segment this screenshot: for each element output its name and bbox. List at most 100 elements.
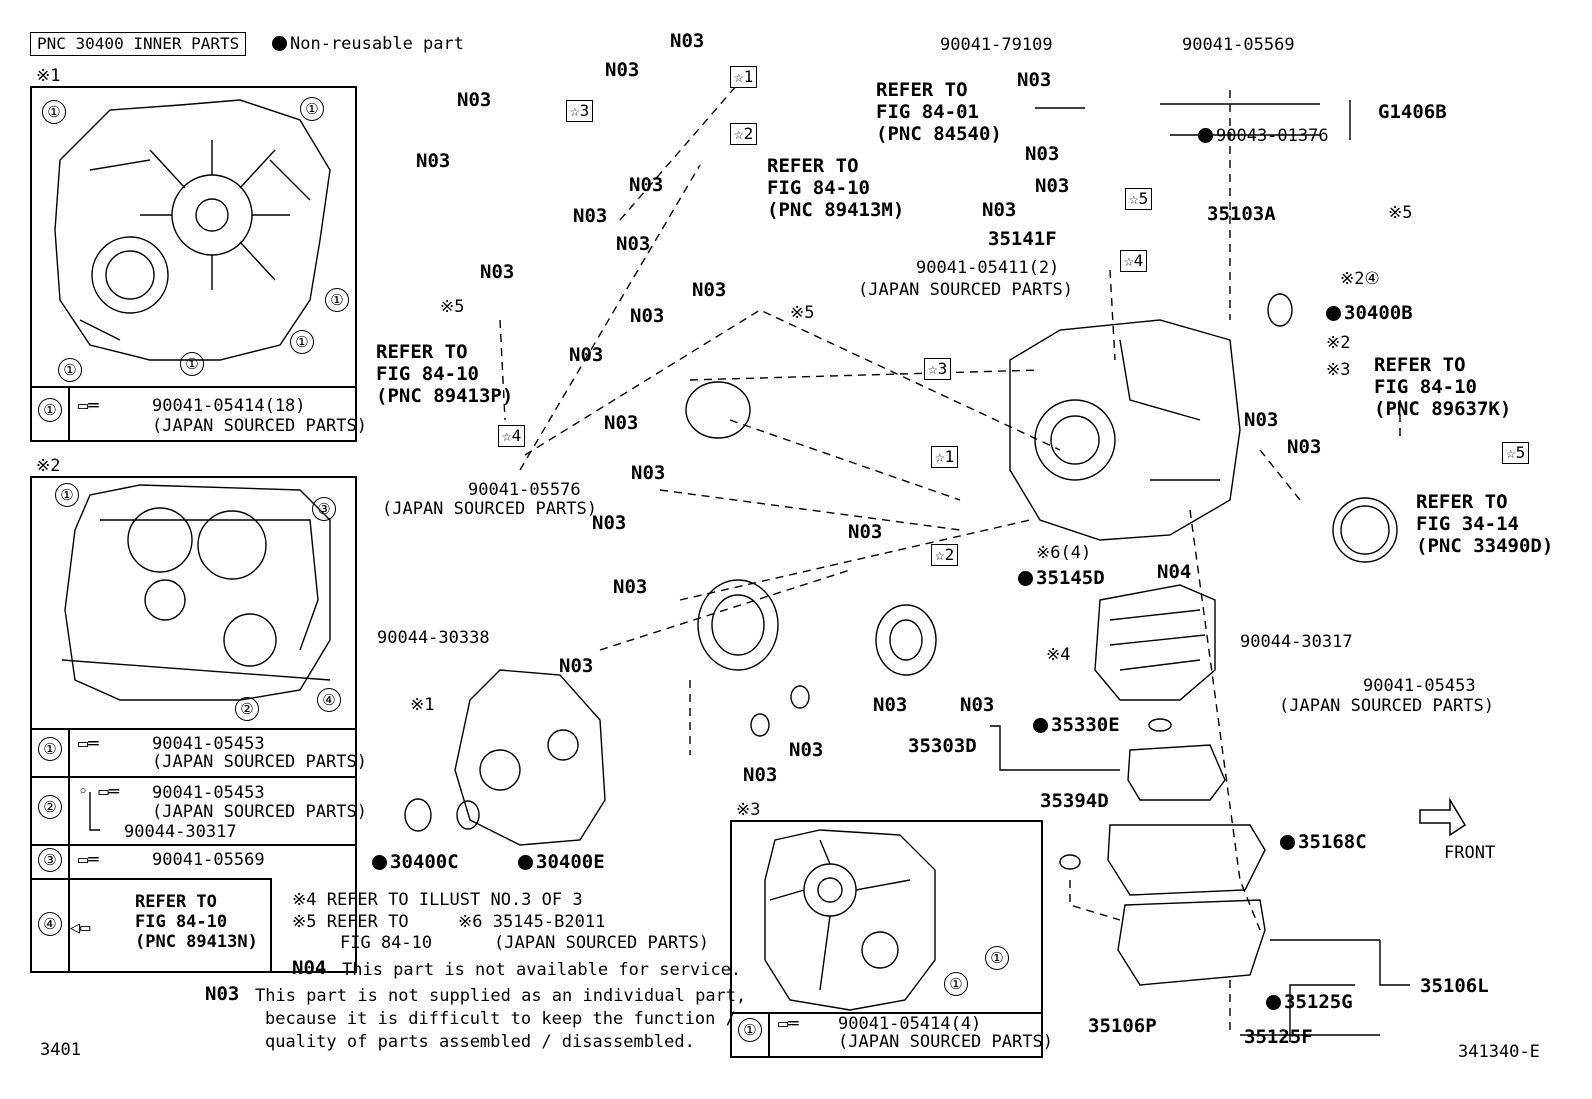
label-90041-05453: 90041-05453	[1363, 676, 1476, 696]
footer-left: 3401	[40, 1040, 81, 1060]
label-n03: N03	[630, 305, 665, 327]
note-kome5-fig: FIG 84-10	[340, 933, 433, 953]
note-kome5: ※5 REFER TO	[292, 912, 409, 932]
inset1-note: (JAPAN SOURCED PARTS)	[152, 416, 367, 436]
label-refer-to: REFER TO	[1374, 354, 1466, 376]
inset1-callout: ①	[42, 100, 66, 124]
inset2-row3-num: ③	[38, 848, 62, 872]
pnc-box: PNC 30400 INNER PARTS	[30, 32, 247, 56]
label-star3: ☆3	[924, 358, 952, 380]
inset1-row-num: ①	[38, 398, 62, 422]
nonreusable-dot-icon	[1280, 835, 1295, 850]
label-n03: N03	[573, 205, 608, 227]
inset1-callout: ①	[180, 352, 204, 376]
inset3-callout: ①	[944, 972, 968, 996]
note-n03-text1: This part is not supplied as an individu…	[255, 986, 747, 1006]
label-35330e: 35330E	[1033, 715, 1120, 735]
label-pnc-89413m: (PNC 89413M)	[767, 199, 905, 221]
inset3-housing-drawing	[764, 829, 936, 1011]
label-kome6: ※6(4)	[1036, 543, 1092, 563]
label-kome2-4: ※2④	[1340, 269, 1380, 289]
label-n03: N03	[873, 694, 908, 716]
label-30400c: 30400C	[372, 852, 459, 872]
inset2-row2-part: 90041-05453	[152, 783, 265, 803]
label-refer-to: REFER TO	[876, 79, 968, 101]
inset2-row1-note: (JAPAN SOURCED PARTS)	[152, 752, 367, 772]
label-n03: N03	[569, 344, 604, 366]
label-refer-to: REFER TO	[376, 341, 468, 363]
inset2-row4-ref1: REFER TO	[135, 892, 217, 912]
inset3-box	[730, 820, 1043, 1058]
note-n04-code: N04	[292, 957, 327, 979]
label-n03: N03	[631, 462, 666, 484]
footer-right: 341340-E	[1458, 1042, 1540, 1062]
main-transaxle-case-drawing	[1009, 319, 1241, 541]
inset3-row-num: ①	[738, 1018, 762, 1042]
inset2-callout-4: ④	[317, 688, 341, 712]
inset2-case-drawing	[61, 484, 331, 701]
inset1-box	[30, 86, 357, 442]
note-kome4: ※4 REFER TO ILLUST NO.3 OF 3	[292, 890, 583, 910]
label-fig-84-10: FIG 84-10	[376, 363, 479, 385]
legend: Non-reusable part	[272, 34, 464, 54]
label-n03: N03	[604, 412, 639, 434]
label-kome2: ※2	[1326, 333, 1351, 353]
nonreusable-dot-icon	[1326, 306, 1341, 321]
inset2-divider-3	[32, 844, 355, 846]
inset2-divider-4	[32, 878, 272, 880]
label-pnc-84540: (PNC 84540)	[876, 123, 1002, 145]
seals-drawing	[404, 293, 1293, 870]
label-n03: N03	[605, 59, 640, 81]
inset2-divider-2	[32, 776, 355, 778]
inset3-mark: ※3	[736, 800, 761, 820]
nonreusable-dot-icon	[372, 855, 387, 870]
inset1-callout: ①	[300, 97, 324, 121]
label-pnc-89637k: (PNC 89637K)	[1374, 398, 1512, 420]
note-n04-text: This part is not available for service.	[342, 960, 742, 980]
label-n03: N03	[1017, 69, 1052, 91]
nonreusable-dot-icon	[1033, 718, 1048, 733]
label-35394d: 35394D	[1040, 790, 1109, 812]
label-kome5: ※5	[440, 297, 465, 317]
inset1-part: 90041-05414(18)	[152, 396, 306, 416]
label-n03: N03	[592, 512, 627, 534]
label-refer-to: REFER TO	[1416, 491, 1508, 513]
label-kome5: ※5	[790, 303, 815, 323]
inset2-row2-num: ②	[38, 795, 62, 819]
label-90044-30338: 90044-30338	[377, 628, 490, 648]
label-35168c: 35168C	[1280, 832, 1367, 852]
inset2-mark: ※2	[36, 456, 61, 476]
differential-gear-drawing	[685, 381, 937, 676]
label-n03: N03	[613, 576, 648, 598]
label-n03: N03	[848, 521, 883, 543]
inset2-callout-2: ②	[235, 697, 259, 721]
label-n03: N03	[1035, 175, 1070, 197]
label-kome5: ※5	[1388, 203, 1413, 223]
label-30400e: 30400E	[518, 852, 605, 872]
valve-body-drawing	[1094, 584, 1216, 701]
inset2-row1-num: ①	[38, 737, 62, 761]
note-kome6-japan: (JAPAN SOURCED PARTS)	[494, 933, 709, 953]
inset2-callout-1: ①	[55, 483, 79, 507]
inset2-row4-ref2: FIG 84-10	[135, 912, 228, 932]
label-kome4: ※4	[1046, 645, 1071, 665]
label-n03: N03	[616, 233, 651, 255]
inset1-row-divider	[32, 386, 355, 388]
label-fig-84-01: FIG 84-01	[876, 101, 979, 123]
label-star5: ☆5	[1125, 188, 1153, 210]
label-n03: N03	[743, 764, 778, 786]
label-refer-to: REFER TO	[767, 155, 859, 177]
label-star1: ☆1	[931, 446, 959, 468]
label-90043-01376: 90043-01376	[1198, 126, 1329, 146]
label-star5: ☆5	[1502, 442, 1530, 464]
note-n03-text3: quality of parts assembled / disassemble…	[265, 1032, 695, 1052]
label-35145d: 35145D	[1018, 568, 1105, 588]
nonreusable-dot-icon	[1018, 571, 1033, 586]
front-label: FRONT	[1444, 843, 1496, 863]
label-35303d: 35303D	[908, 735, 977, 757]
inset2-washer-icon: ◦ ▭═	[78, 782, 119, 802]
inset3-bolt-icon: ▭═	[778, 1014, 799, 1034]
inset2-col-divider-2	[270, 878, 272, 973]
note-kome6: ※6 35145-B2011	[458, 912, 606, 932]
